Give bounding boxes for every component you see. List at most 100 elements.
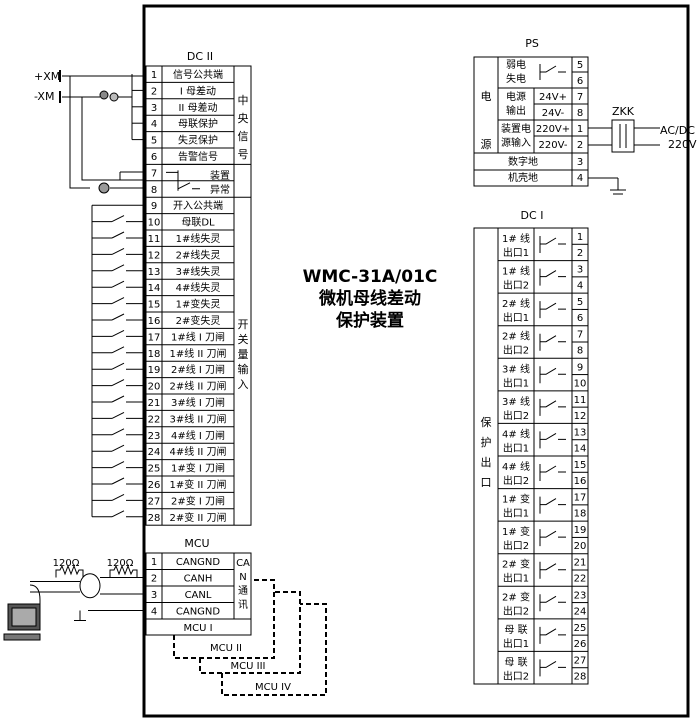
dc2-terminal-number: 6: [151, 152, 157, 163]
mcu-link-4: [221, 603, 327, 696]
dc2-terminal-number: 14: [148, 283, 161, 294]
dc2-terminal-number: 20: [148, 382, 161, 393]
mcu-unit-label: MCU IV: [255, 682, 291, 693]
dc2-terminal-label: 1#线 I 刀闸: [171, 330, 225, 343]
dc1-group-char: 保: [481, 415, 492, 429]
ps-side-label: 源: [481, 137, 492, 151]
switch-contact: [111, 280, 125, 288]
ps-terminal-number: 8: [577, 108, 583, 119]
dc2-terminal-label: 4#线失灵: [176, 281, 221, 294]
dc1-output-label: 出口1: [503, 246, 529, 259]
dc2-group-binary-char: 输: [238, 362, 249, 376]
dc2-terminal-label: 3#线失灵: [176, 265, 221, 278]
dc1-terminal-number: 10: [574, 378, 587, 389]
dc1-terminal-number: 8: [577, 346, 583, 357]
dc1-terminal-number: 23: [574, 590, 587, 601]
power-minus-label: -XM: [34, 90, 54, 103]
dc1-terminal-number: 2: [577, 248, 583, 259]
dc1-relay-contact: [539, 496, 566, 514]
dc1-relay-contact: [539, 626, 566, 644]
dc1-terminal-number: 28: [574, 671, 587, 682]
mcu-group-char: 通: [238, 585, 248, 597]
power-plus-label: +XM: [34, 70, 60, 83]
wire-abnormal-plus: [69, 76, 90, 189]
dc1-output-label: 出口2: [503, 539, 529, 552]
mcu-link-3: [199, 591, 301, 674]
dc2-terminal-label: 2#变 I 刀闸: [171, 494, 225, 507]
switch-contact: [111, 493, 125, 501]
acdc-label: AC/DC: [660, 124, 695, 137]
dc2-terminal-number: 10: [148, 218, 161, 229]
dc1-terminal-number: 25: [574, 623, 587, 634]
dc1-output-label: 1# 变: [502, 493, 530, 506]
dc1-terminal-number: 26: [574, 639, 587, 650]
alarm-bell-icon: [98, 182, 110, 194]
relay-contact-abnormal: [166, 170, 200, 191]
v220-label: 220V: [668, 138, 697, 151]
dc2-terminal-number: 16: [148, 316, 161, 327]
dc2-terminal-label: 2#线失灵: [176, 248, 221, 261]
dc1-group-char: 护: [481, 435, 492, 449]
dc2-terminal-number: 12: [148, 250, 161, 261]
ps-block: [473, 56, 589, 187]
dc1-terminal-number: 22: [574, 574, 587, 585]
ps-terminal-signal: 220V-: [539, 140, 568, 151]
dc2-terminal-label: 2#变失灵: [176, 314, 221, 327]
switch-contact: [111, 247, 125, 255]
dc2-terminal-number: 8: [151, 185, 157, 196]
dc2-terminal-number: 22: [148, 414, 161, 425]
dc2-terminal-number: 23: [148, 431, 161, 442]
mcu-group-char: CA: [236, 558, 250, 569]
dc1-relay-contact: [539, 333, 566, 351]
dc2-group-binary-char: 关: [238, 332, 249, 346]
dc1-relay-contact: [539, 431, 566, 449]
dc1-output-label: 出口2: [503, 344, 529, 357]
dc1-terminal-number: 15: [574, 460, 587, 471]
device-model: WMC-31A/01C: [303, 267, 438, 287]
dc1-terminal-number: 16: [574, 476, 587, 487]
computer-cable: [29, 584, 41, 601]
dc1-output-label: 出口2: [503, 474, 529, 487]
dc2-terminal-label: 2#线 II 刀闸: [170, 380, 227, 393]
ps-terminal-number: 7: [577, 92, 583, 103]
dc2-terminal-label: I 母差动: [180, 84, 216, 97]
dc2-terminal-label: 开入公共端: [173, 199, 223, 212]
device-name-line2: 保护装置: [335, 310, 404, 331]
switch-contact: [111, 313, 125, 321]
ps-terminal-number: 4: [577, 173, 583, 184]
dc1-output-label: 1# 变: [502, 525, 530, 538]
mcu-terminal-number: 3: [151, 590, 157, 601]
ps-out-label: 输出: [506, 104, 526, 117]
dc2-terminal-number: 3: [151, 103, 157, 114]
switch-contact: [111, 297, 125, 305]
dc1-relay-contact: [539, 464, 566, 481]
computer-keyboard-icon: [3, 633, 41, 641]
dc1-terminal-number: 24: [574, 606, 587, 617]
dc1-output-label: 出口2: [503, 669, 529, 682]
dc1-output-label: 1# 线: [502, 265, 530, 278]
ps-terminal-number: 5: [577, 60, 583, 71]
ps-terminal-signal: 机壳地: [508, 171, 538, 184]
switch-contact: [111, 231, 125, 239]
dc1-output-label: 3# 线: [502, 395, 530, 408]
dc1-output-label: 母 联: [504, 656, 527, 668]
dc2-terminal-number: 11: [148, 234, 161, 245]
dc1-group-char: 出: [481, 455, 492, 469]
ps-side-label: 电: [481, 90, 492, 103]
dc2-terminal-label: 1#变失灵: [176, 298, 221, 311]
dc2-terminal-label: 母联DL: [181, 217, 215, 229]
switch-contact: [111, 362, 125, 370]
dc2-terminal-number: 25: [148, 464, 161, 475]
ps-terminal-number: 3: [577, 157, 583, 168]
dc2-terminal-number: 19: [148, 365, 161, 376]
dc1-terminal-number: 18: [574, 509, 587, 520]
dc1-terminal-number: 11: [574, 395, 587, 406]
switch-contact: [111, 428, 125, 436]
dc1-relay-contact: [539, 659, 566, 677]
mcu-link-2: [173, 579, 275, 659]
dc1-output-label: 2# 线: [502, 297, 530, 310]
dc1-terminal-number: 6: [577, 313, 583, 324]
dc2-terminal-number: 15: [148, 300, 161, 311]
dc2-terminal-label: 4#线 I 刀闸: [171, 429, 225, 442]
dc1-terminal-number: 3: [577, 265, 583, 276]
